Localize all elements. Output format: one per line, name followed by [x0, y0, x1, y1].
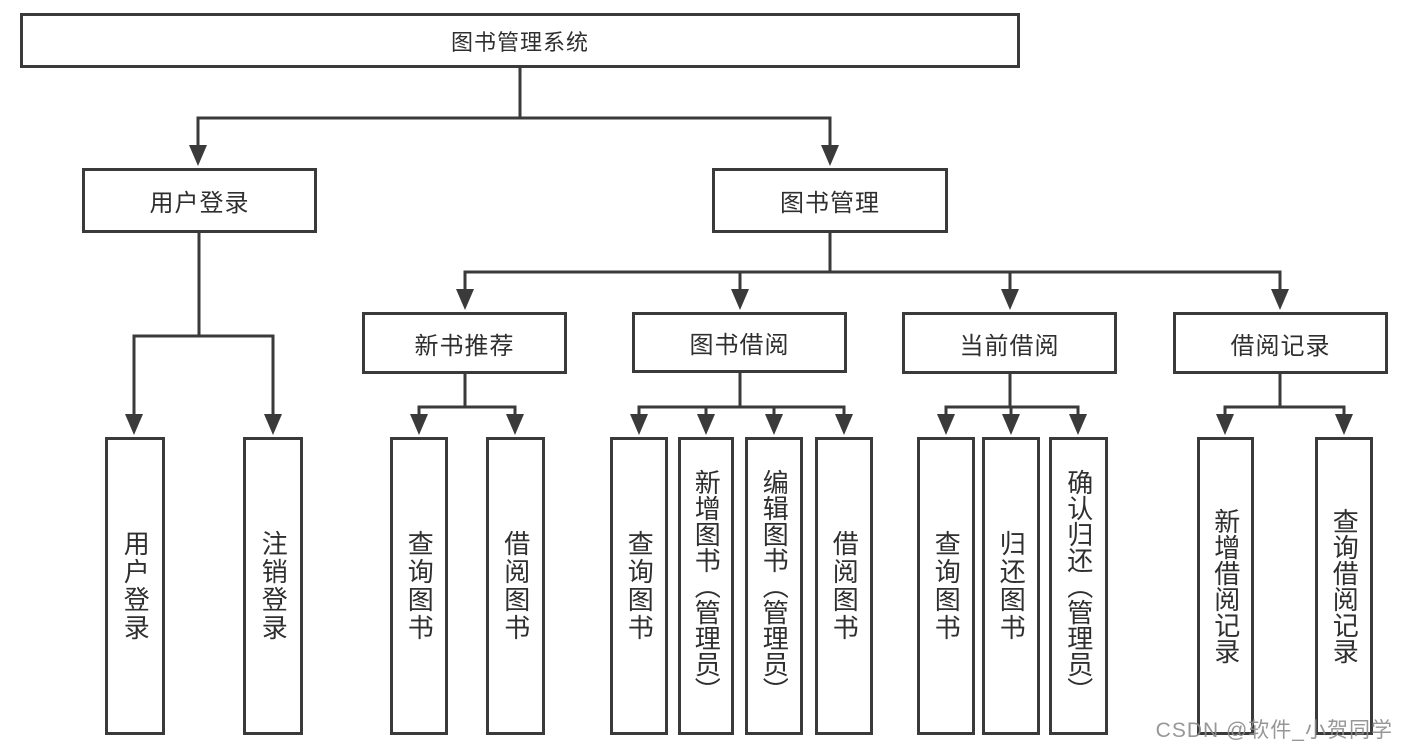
leaf-query-books-current: 查询图书 — [917, 437, 975, 735]
leaf-return-books: 归还图书 — [982, 437, 1040, 735]
arrowhead — [697, 414, 715, 435]
arrowhead — [125, 414, 143, 435]
arrowhead — [1271, 289, 1289, 310]
arrowhead — [1216, 414, 1234, 435]
arrowhead — [731, 289, 749, 310]
leaf-user-login: 用户登录 — [105, 437, 165, 735]
arrowhead — [630, 414, 648, 435]
node-current-borrowing: 当前借阅 — [902, 312, 1117, 374]
node-book-borrowing: 图书借阅 — [632, 312, 847, 373]
leaf-confirm-return-admin: 确认归还（管理员） — [1049, 437, 1108, 735]
leaf-borrow-books-recommend: 借阅图书 — [486, 437, 545, 735]
arrowhead — [1001, 289, 1019, 310]
leaf-query-books-borrowing: 查询图书 — [610, 437, 668, 735]
leaf-add-book-admin: 新增图书（管理员） — [678, 437, 734, 735]
leaf-query-borrow-record: 查询借阅记录 — [1315, 437, 1373, 735]
arrowhead — [410, 414, 428, 435]
node-new-book-recommend: 新书推荐 — [362, 312, 567, 374]
arrowheads — [125, 145, 1353, 435]
arrowhead — [835, 414, 853, 435]
leaf-add-borrow-record: 新增借阅记录 — [1197, 437, 1254, 735]
arrowhead — [937, 414, 955, 435]
arrowhead — [1335, 414, 1353, 435]
csdn-watermark: CSDN @软件_小贺同学 — [1155, 719, 1393, 742]
leaf-logout: 注销登录 — [243, 437, 303, 735]
arrowhead — [189, 145, 207, 166]
arrowhead — [456, 289, 474, 310]
leaf-edit-book-admin: 编辑图书（管理员） — [745, 437, 803, 735]
arrowhead — [506, 414, 524, 435]
node-borrowing-records: 借阅记录 — [1173, 312, 1388, 374]
leaf-query-books-recommend: 查询图书 — [390, 437, 448, 735]
leaf-borrow-books-borrowing: 借阅图书 — [815, 437, 873, 735]
node-library-system: 图书管理系统 — [20, 13, 1020, 68]
connector-paths — [132, 68, 1346, 416]
node-book-management: 图书管理 — [712, 168, 948, 233]
arrowhead — [264, 414, 282, 435]
arrowhead — [1002, 414, 1020, 435]
arrowhead — [765, 414, 783, 435]
arrowhead — [1069, 414, 1087, 435]
arrowhead — [821, 145, 839, 166]
node-user-login-group: 用户登录 — [82, 168, 317, 233]
